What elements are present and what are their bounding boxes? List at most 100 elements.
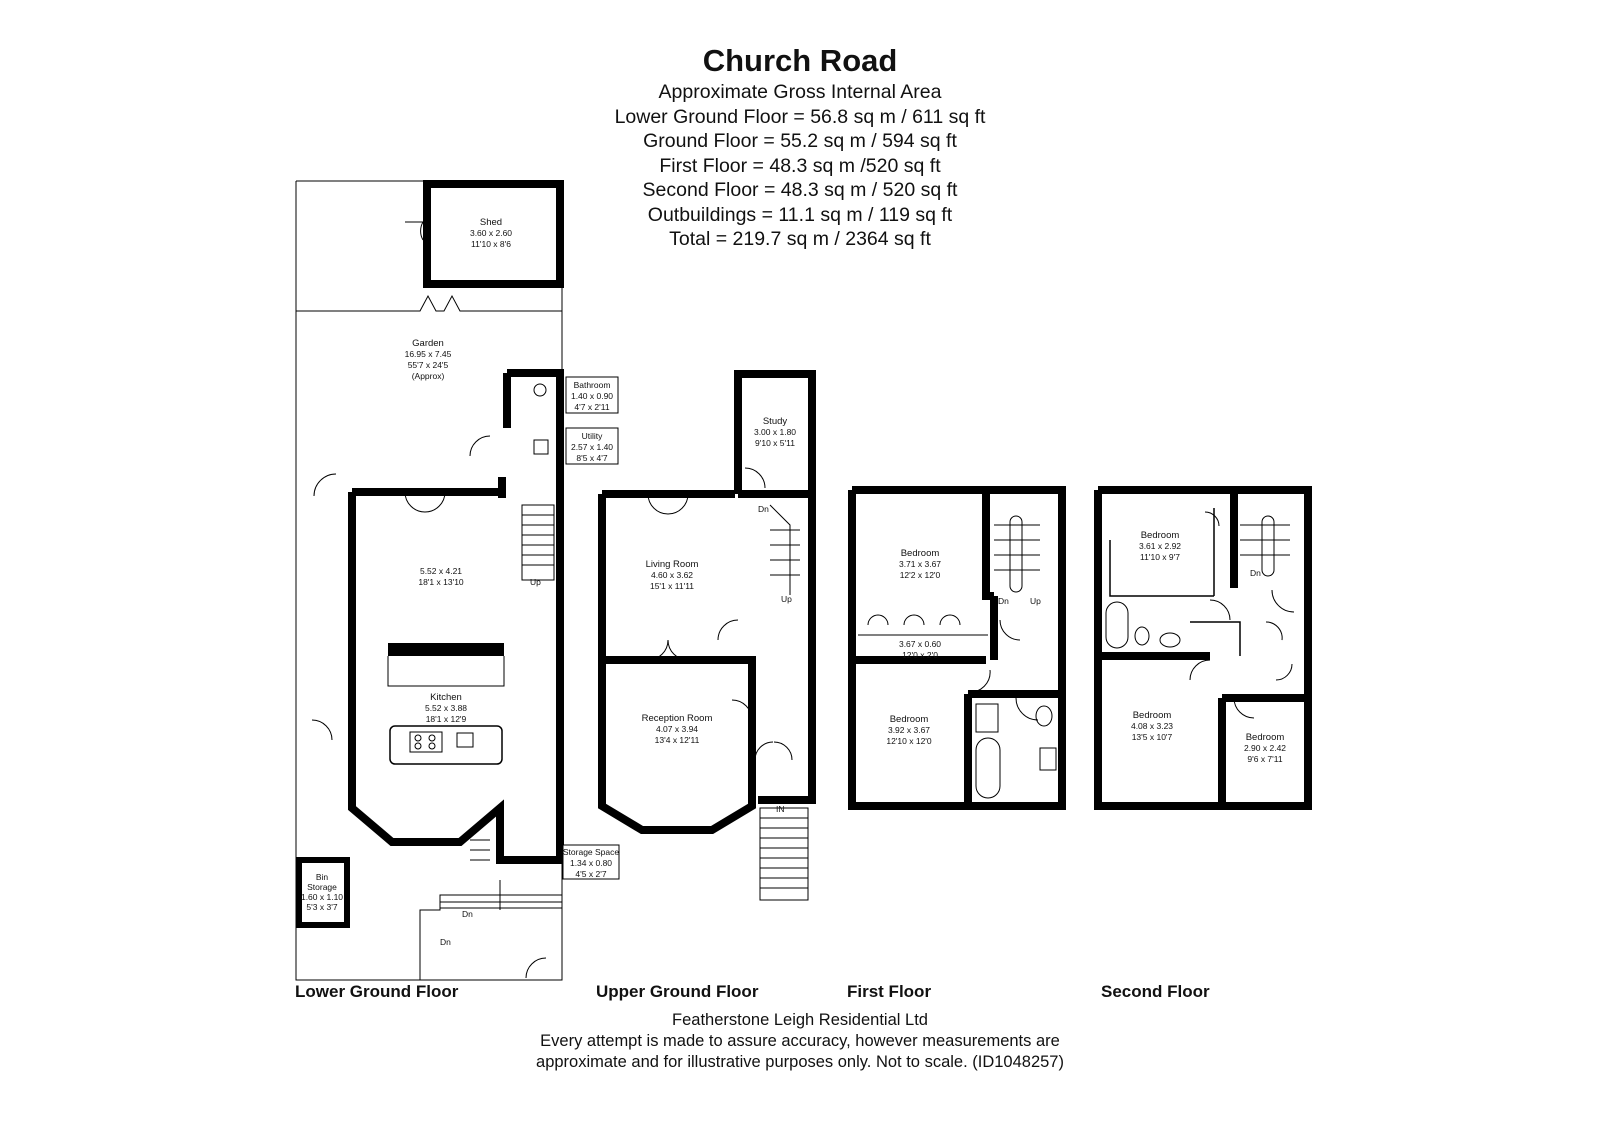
bathroom-lg-label: Bathroom [574,380,611,390]
shed-imperial: 11'10 x 8'6 [471,239,511,249]
sf-bedroom-c-metric: 2.90 x 2.42 [1244,743,1286,753]
garden-note: (Approx) [412,371,445,381]
floor-label-second: Second Floor [1101,982,1210,1001]
disclaimer-line-2: approximate and for illustrative purpose… [536,1053,1064,1071]
study-metric: 3.00 x 1.80 [754,427,796,437]
island-sink-icon [456,732,474,748]
second-floor-plan: Bedroom 3.61 x 2.92 11'10 x 9'7 Bedroom … [1094,486,1312,810]
area-lower-ground: Lower Ground Floor = 56.8 sq m / 611 sq … [614,105,986,128]
study-imperial: 9'10 x 5'11 [755,438,795,448]
ff-bedroom-front-imperial: 12'2 x 12'0 [900,570,941,580]
bathroom-lg-imperial: 4'7 x 2'11 [574,402,609,412]
ug-dn-label: Dn [758,504,769,514]
lg-dn-label-1: Dn [462,909,473,919]
storage-label-box [562,844,620,880]
kitchen-worktop [388,643,504,656]
lower-ground-plan: Shed 3.60 x 2.60 11'10 x 8'6 Garden 16.9… [295,180,620,981]
area-total: Total = 219.7 sq m / 2364 sq ft [669,228,931,250]
ff-bedroom-rear-imperial: 12'10 x 12'0 [886,736,932,746]
kitchen-imperial: 18'1 x 12'9 [426,714,467,724]
garden-label: Garden [412,338,444,349]
study-label: Study [763,416,788,427]
ug-interior-doors [647,467,793,761]
storage-space-metric: 1.34 x 0.80 [570,858,612,868]
sf-bedroom-b-label: Bedroom [1133,710,1172,721]
storage-label: Storage [307,882,337,892]
lower-ground-walls [348,488,564,864]
ff-wardrobe-imperial: 12'0 x 2'0 [902,650,938,660]
ug-in-label: IN [776,804,785,814]
sf-dn-label: Dn [1250,568,1261,578]
reception-room-metric: 4.07 x 3.94 [656,724,698,734]
ug-up-label: Up [781,594,792,604]
bathroom-lg-metric: 1.40 x 0.90 [571,391,613,401]
ug-stairs [769,504,800,595]
sf-bedroom-b-imperial: 13'5 x 10'7 [1132,732,1173,742]
shed-label: Shed [480,217,502,228]
garden-imperial: 55'7 x 24'5 [408,360,449,370]
kitchen-metric: 5.52 x 3.88 [425,703,467,713]
ff-doors [967,619,1039,721]
utility-label-box [565,427,619,465]
lg-dn-label-2: Dn [440,937,451,947]
page-title: Church Road [702,43,898,78]
ff-bathroom-fixtures [975,703,1057,799]
first-floor-walls [848,486,1066,810]
sf-bedroom-c-imperial: 9'6 x 7'11 [1247,754,1282,764]
bathroom-label-box [565,376,619,414]
sf-bedroom-a-metric: 3.61 x 2.92 [1139,541,1181,551]
disclaimer-line-1: Every attempt is made to assure accuracy… [540,1032,1060,1050]
utility-door [469,435,491,457]
utility-metric: 2.57 x 1.40 [571,442,613,452]
sf-bedroom-a-imperial: 11'10 x 9'7 [1140,552,1180,562]
plan-footer: Featherstone Leigh Residential Ltd Every… [0,1010,1600,1073]
living-room-metric: 4.60 x 3.62 [651,570,693,580]
living-room-imperial: 15'1 x 11'11 [650,581,694,591]
shed-metric: 3.60 x 2.60 [470,228,512,238]
ff-wardrobe [858,614,988,636]
bin-storage-metric: 1.60 x 1.10 [301,892,343,902]
lg-open-imperial: 18'1 x 13'10 [418,577,464,587]
lg-stairs [521,504,555,581]
sf-bedroom-a-label: Bedroom [1141,530,1180,541]
ff-wardrobe-metric: 3.67 x 0.60 [899,639,941,649]
shed-walls [423,180,564,288]
utility-sink-icon [533,439,549,455]
sf-stairs [1240,515,1295,613]
floor-label-first: First Floor [847,982,932,1001]
ff-bedroom-rear-metric: 3.92 x 3.67 [888,725,930,735]
floor-label-upper-ground: Upper Ground Floor [596,982,759,1001]
reception-room-label: Reception Room [642,713,713,724]
upper-ground-plan: Study 3.00 x 1.80 9'10 x 5'11 Living Roo… [598,370,816,901]
kitchen-label: Kitchen [430,692,462,703]
lg-open-metric: 5.52 x 4.21 [420,566,462,576]
garden-metric: 16.95 x 7.45 [405,349,452,359]
ff-up-label: Up [1030,596,1041,606]
garden-gate [311,473,547,979]
storage-space-imperial: 4'5 x 2'7 [575,869,606,879]
ff-bedroom-rear-label: Bedroom [890,714,929,725]
kitchen-cabinets [387,656,505,687]
sf-partitions [1109,508,1241,656]
ff-dn-label: Dn [998,596,1009,606]
reception-room-imperial: 13'4 x 12'11 [655,735,700,745]
area-second: Second Floor = 48.3 sq m / 520 sq ft [642,179,958,201]
utility-imperial: 8'5 x 4'7 [576,453,607,463]
bath-utility-walls [503,369,564,498]
kitchen-island [389,725,503,765]
sf-doors [1189,511,1293,719]
hob-icon [409,731,443,753]
area-first: First Floor = 48.3 sq m /520 sq ft [659,154,941,177]
area-outbuildings: Outbuildings = 11.1 sq m / 119 sq ft [647,203,953,226]
garden-fence [296,294,562,312]
shed-door [405,221,424,241]
first-floor-plan: Bedroom 3.71 x 3.67 12'2 x 12'0 3.67 x 0… [848,486,1066,810]
entrance-steps [759,807,809,901]
bin-storage-imperial: 5'3 x 3'7 [306,902,337,912]
front-steps [419,839,562,980]
second-floor-walls [1094,486,1312,810]
ff-bedroom-front-metric: 3.71 x 3.67 [899,559,941,569]
plan-header: Church Road Approximate Gross Internal A… [0,42,1600,252]
upper-ground-walls [598,370,816,834]
